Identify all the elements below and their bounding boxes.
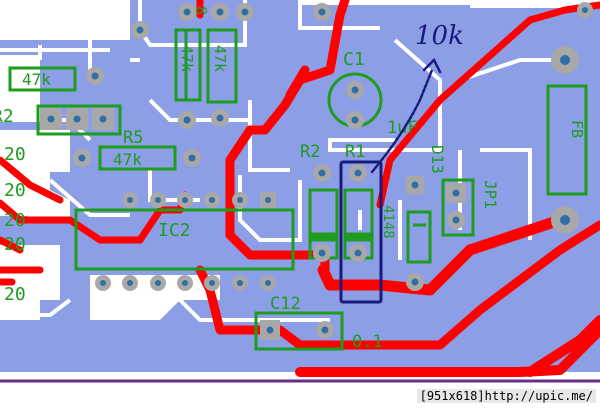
label-c12-value: 0.1 <box>352 332 383 352</box>
image-host-footer: [951x618]http://upic.me/ <box>0 386 600 409</box>
label-cap-value: 1uF <box>387 118 418 138</box>
label-left-edge-b: 20 <box>4 180 26 201</box>
footer-text: [951x618]http://upic.me/ <box>416 389 596 403</box>
label-jp1: JP1 <box>481 180 500 209</box>
label-left-partial: R2 <box>0 106 14 127</box>
label-vertical-res-b: 47k <box>211 45 229 72</box>
label-left-edge-d: 20 <box>4 234 26 255</box>
label-r5-value: 47k <box>113 150 142 169</box>
label-fb: FB <box>568 120 586 138</box>
clearance-areas <box>0 0 600 372</box>
label-ic2: IC2 <box>158 220 191 241</box>
annotation-10k: 10k <box>415 21 464 51</box>
silkscreen-outlines <box>8 28 588 351</box>
label-d13: D13 <box>428 145 447 174</box>
label-left-edge-e: 20 <box>4 284 26 305</box>
red-traces <box>0 0 600 377</box>
label-left-edge-a: 20 <box>4 144 26 165</box>
silkscreen-labels: C1 1uF R2 R1 D13 JP1 FB R5 47k 47k IC2 C… <box>0 6 586 352</box>
handwritten-annotation <box>339 57 442 304</box>
pads <box>40 2 593 340</box>
label-top-partial: 8 <box>192 6 210 15</box>
label-r1: R1 <box>345 142 365 162</box>
label-diode-part: 4148 <box>380 205 396 239</box>
label-left-edge-c: 20 <box>4 210 26 231</box>
label-vertical-res-a: 47k <box>178 45 196 72</box>
pcb-canvas: C1 1uF R2 R1 D13 JP1 FB R5 47k 47k IC2 C… <box>0 0 600 383</box>
label-c1: C1 <box>343 49 365 70</box>
label-c12: C12 <box>270 294 301 314</box>
label-r5: R5 <box>123 128 143 148</box>
label-r2: R2 <box>300 142 320 162</box>
label-left-value: 47k <box>22 70 51 89</box>
